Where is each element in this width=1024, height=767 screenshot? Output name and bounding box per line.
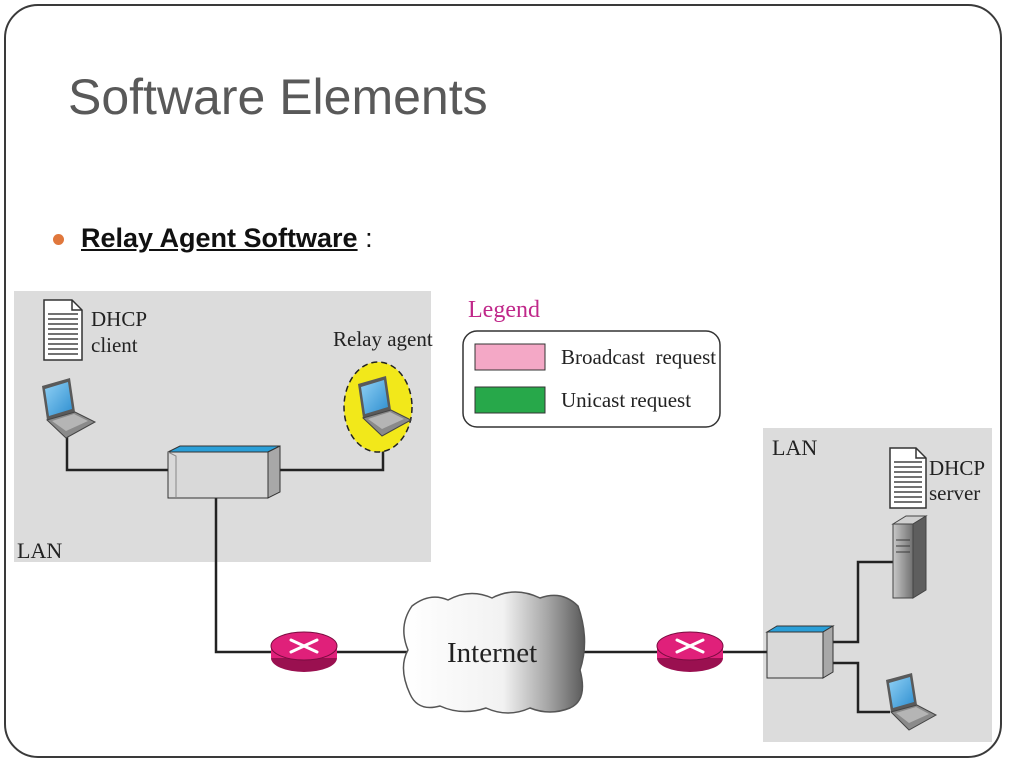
right-laptop-icon <box>886 673 938 731</box>
right-lan-area <box>763 428 992 742</box>
dhcp-server-label-line1: DHCP <box>929 456 985 480</box>
internet-cloud-icon <box>402 591 586 714</box>
left-lan-label: LAN <box>17 538 62 563</box>
dhcp-client-label-line2: client <box>91 333 138 357</box>
legend-unicast-label: Unicast request <box>561 388 691 412</box>
legend-broadcast-label: Broadcast request <box>561 345 716 369</box>
right-router-icon <box>656 631 724 672</box>
left-switch-icon <box>167 445 281 499</box>
relay-agent-label: Relay agent <box>333 327 433 351</box>
bullet-item: Relay Agent Software : <box>81 223 373 254</box>
server-tower-icon <box>891 515 928 599</box>
legend-broadcast-swatch <box>474 343 546 371</box>
bullet-dot <box>53 234 64 245</box>
slide-title: Software Elements <box>68 69 488 125</box>
internet-label: Internet <box>447 637 537 669</box>
connection-lines <box>65 432 898 714</box>
client-laptop-icon <box>42 378 97 439</box>
dhcp-client-label-line1: DHCP <box>91 307 147 331</box>
server-document-icon <box>889 447 927 509</box>
bullet-label: Relay Agent Software <box>81 223 358 253</box>
legend-unicast-swatch <box>474 386 546 414</box>
client-document-icon <box>43 299 83 361</box>
relay-agent-laptop-icon <box>358 376 413 437</box>
right-switch-icon <box>765 625 835 679</box>
dhcp-server-label-line2: server <box>929 481 980 505</box>
legend-title: Legend <box>468 297 540 323</box>
left-router-icon <box>270 631 338 672</box>
bullet-suffix: : <box>357 223 373 253</box>
right-lan-label: LAN <box>772 435 817 460</box>
